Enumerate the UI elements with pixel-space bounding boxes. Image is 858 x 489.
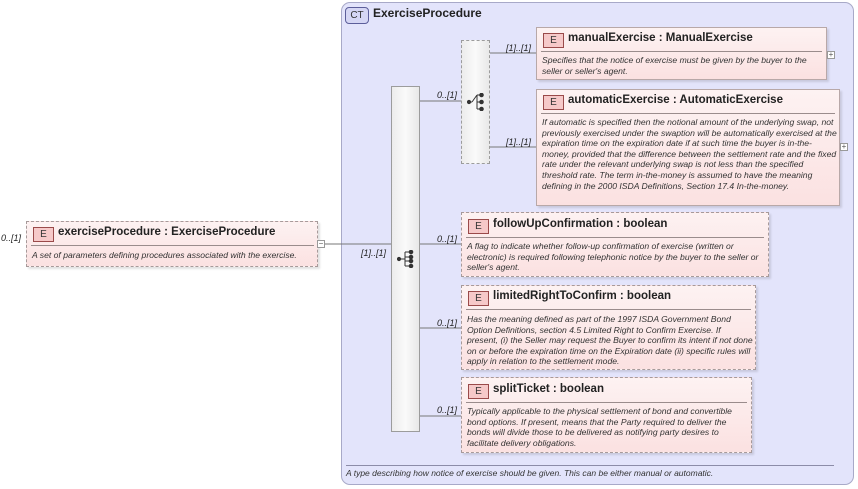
sequence-cardinality: [1]..[1] (361, 248, 387, 258)
follow-up-confirmation-divider (466, 237, 764, 238)
automatic-exercise-divider (541, 113, 835, 114)
limited-right-to-confirm-divider (466, 309, 751, 310)
limited-right-to-confirm-title: limitedRightToConfirm : boolean (493, 290, 672, 302)
root-element-documentation: A set of parameters defining procedures … (32, 250, 297, 260)
limited-right-to-confirm-element[interactable] (461, 285, 756, 370)
complex-type-documentation: A type describing how notice of exercise… (346, 468, 714, 478)
choice-compositor[interactable] (461, 40, 490, 164)
manual-exercise-badge: E (543, 33, 564, 48)
limited-right-to-confirm-cardinality: 0..[1] (437, 318, 458, 328)
choice-icon (467, 93, 484, 111)
split-ticket-divider (466, 402, 747, 403)
root-element-box[interactable] (26, 221, 318, 267)
sequence-icon (397, 250, 414, 268)
split-ticket-title: splitTicket : boolean (493, 383, 604, 395)
split-ticket-documentation: Typically applicable to the physical set… (467, 406, 732, 448)
follow-up-confirmation-element[interactable] (461, 212, 769, 277)
follow-up-confirmation-title: followUpConfirmation : boolean (493, 218, 668, 230)
follow-up-confirmation-cardinality: 0..[1] (437, 234, 458, 244)
limited-right-to-confirm-documentation: Has the meaning defined as part of the 1… (467, 314, 753, 367)
follow-up-confirmation-documentation: A flag to indicate whether follow-up con… (467, 241, 759, 273)
manual-exercise-cardinality: [1]..[1] (506, 43, 532, 53)
complex-type-divider (346, 465, 834, 466)
follow-up-confirmation-badge: E (468, 219, 489, 234)
split-ticket-cardinality: 0..[1] (437, 405, 458, 415)
split-ticket-badge: E (468, 384, 489, 399)
manual-exercise-documentation: Specifies that the notice of exercise mu… (542, 55, 807, 76)
root-element-title: exerciseProcedure : ExerciseProcedure (58, 226, 276, 238)
automatic-exercise-expand-toggle[interactable]: + (840, 142, 848, 151)
complex-type-title: ExerciseProcedure (373, 6, 482, 20)
root-cardinality: 0..[1] (1, 233, 22, 243)
limited-right-to-confirm-badge: E (468, 291, 489, 306)
root-element-divider (31, 245, 314, 246)
automatic-exercise-documentation: If automatic is specified then the notio… (542, 117, 837, 191)
manual-exercise-title: manualExercise : ManualExercise (568, 32, 753, 44)
automatic-exercise-badge: E (543, 95, 564, 110)
manual-exercise-expand-toggle[interactable]: + (827, 50, 835, 59)
root-element-badge: E (33, 227, 54, 242)
automatic-exercise-element[interactable] (536, 89, 840, 206)
manual-exercise-divider (541, 51, 822, 52)
choice-cardinality: 0..[1] (437, 90, 458, 100)
automatic-exercise-cardinality: [1]..[1] (506, 137, 532, 147)
complex-type-badge: CT (345, 7, 369, 24)
root-collapse-toggle[interactable]: − (317, 239, 325, 248)
automatic-exercise-title: automaticExercise : AutomaticExercise (568, 94, 783, 106)
split-ticket-element[interactable] (461, 377, 752, 453)
manual-exercise-element[interactable] (536, 27, 827, 80)
